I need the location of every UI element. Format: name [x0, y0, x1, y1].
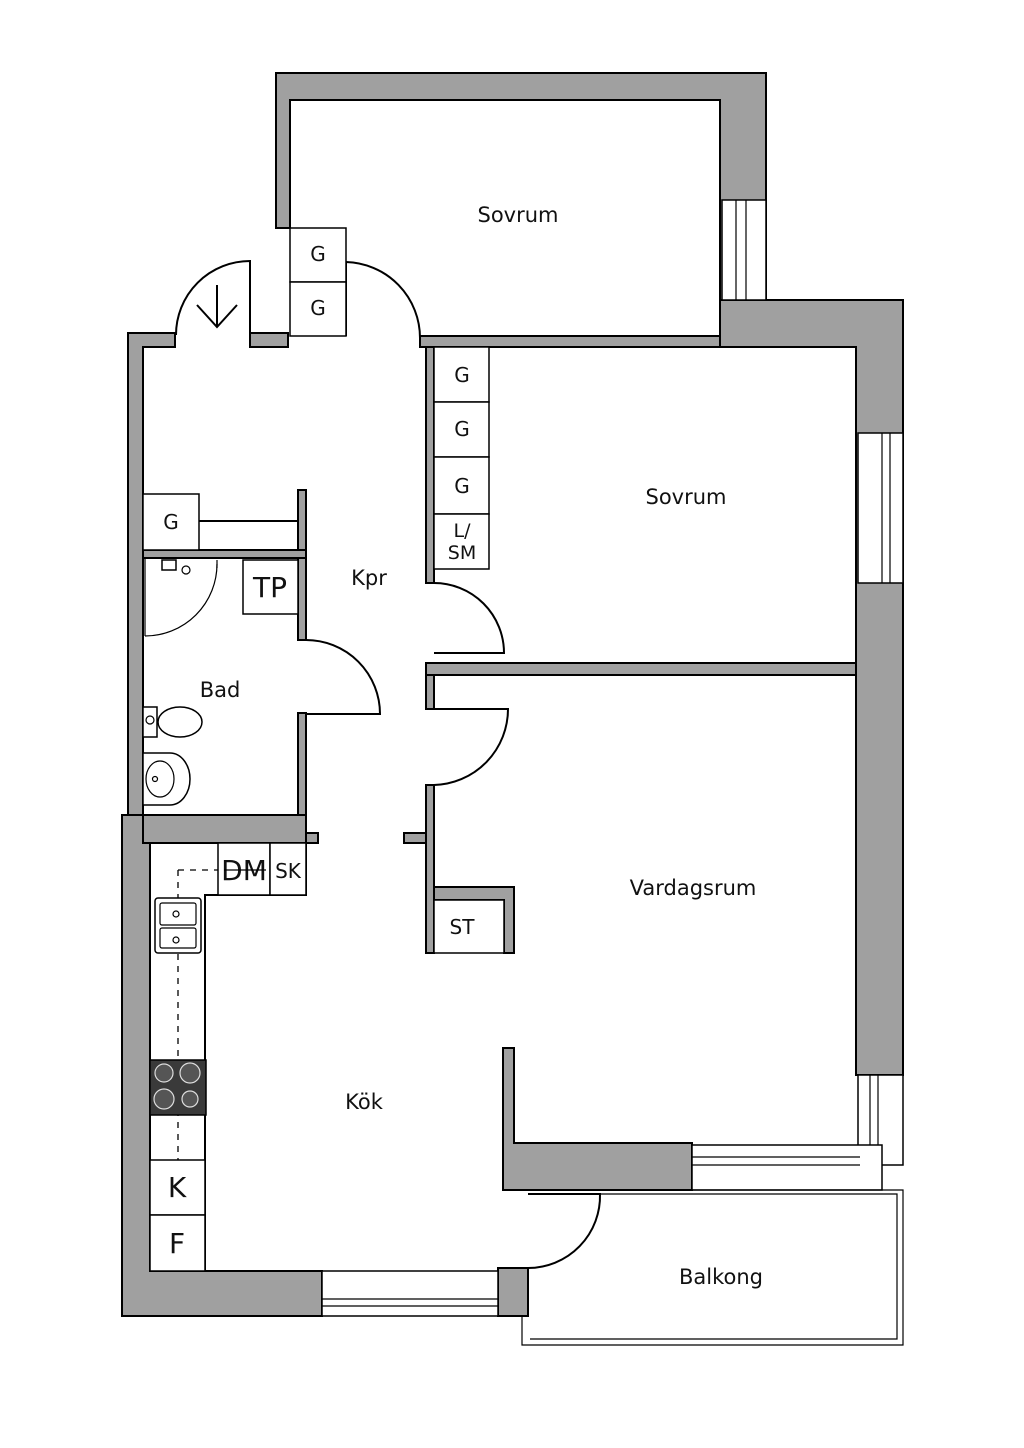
wardrobe-label: G — [310, 242, 326, 266]
tp-label: TP — [252, 571, 287, 604]
room-label-balkong: Balkong — [679, 1265, 763, 1289]
room-label-sovrum-top: Sovrum — [477, 203, 558, 227]
room-label-sovrum-mid: Sovrum — [645, 485, 726, 509]
linen-cabinet-label-line2: SM — [448, 542, 476, 564]
balcony-outline — [521, 1189, 904, 1346]
fridge-label: K — [168, 1171, 187, 1204]
storage-label: ST — [450, 915, 476, 939]
shower-icon — [144, 558, 218, 637]
wardrobe-label: G — [454, 417, 470, 441]
wardrobe-label: G — [454, 474, 470, 498]
toilet-icon — [142, 706, 203, 738]
windows — [321, 199, 904, 1317]
wardrobe-label: G — [454, 363, 470, 387]
doors — [175, 259, 602, 1269]
fixture-boxes — [142, 227, 505, 1272]
sk-label: SK — [275, 859, 302, 883]
entrance-arrow-icon — [196, 285, 238, 329]
room-label-vardagsrum: Vardagsrum — [630, 876, 757, 900]
kitchen-sink-icon — [154, 897, 202, 954]
freezer-label: F — [169, 1227, 185, 1260]
washbasin-icon — [142, 752, 191, 806]
room-label-kpr: Kpr — [351, 566, 387, 590]
room-label-bad: Bad — [200, 678, 241, 702]
wardrobe-label: G — [163, 510, 179, 534]
stove-icon — [149, 1059, 207, 1116]
linen-cabinet-label-line1: L/ — [454, 520, 472, 542]
wardrobe-label: G — [310, 296, 326, 320]
room-label-kok: Kök — [345, 1090, 384, 1114]
